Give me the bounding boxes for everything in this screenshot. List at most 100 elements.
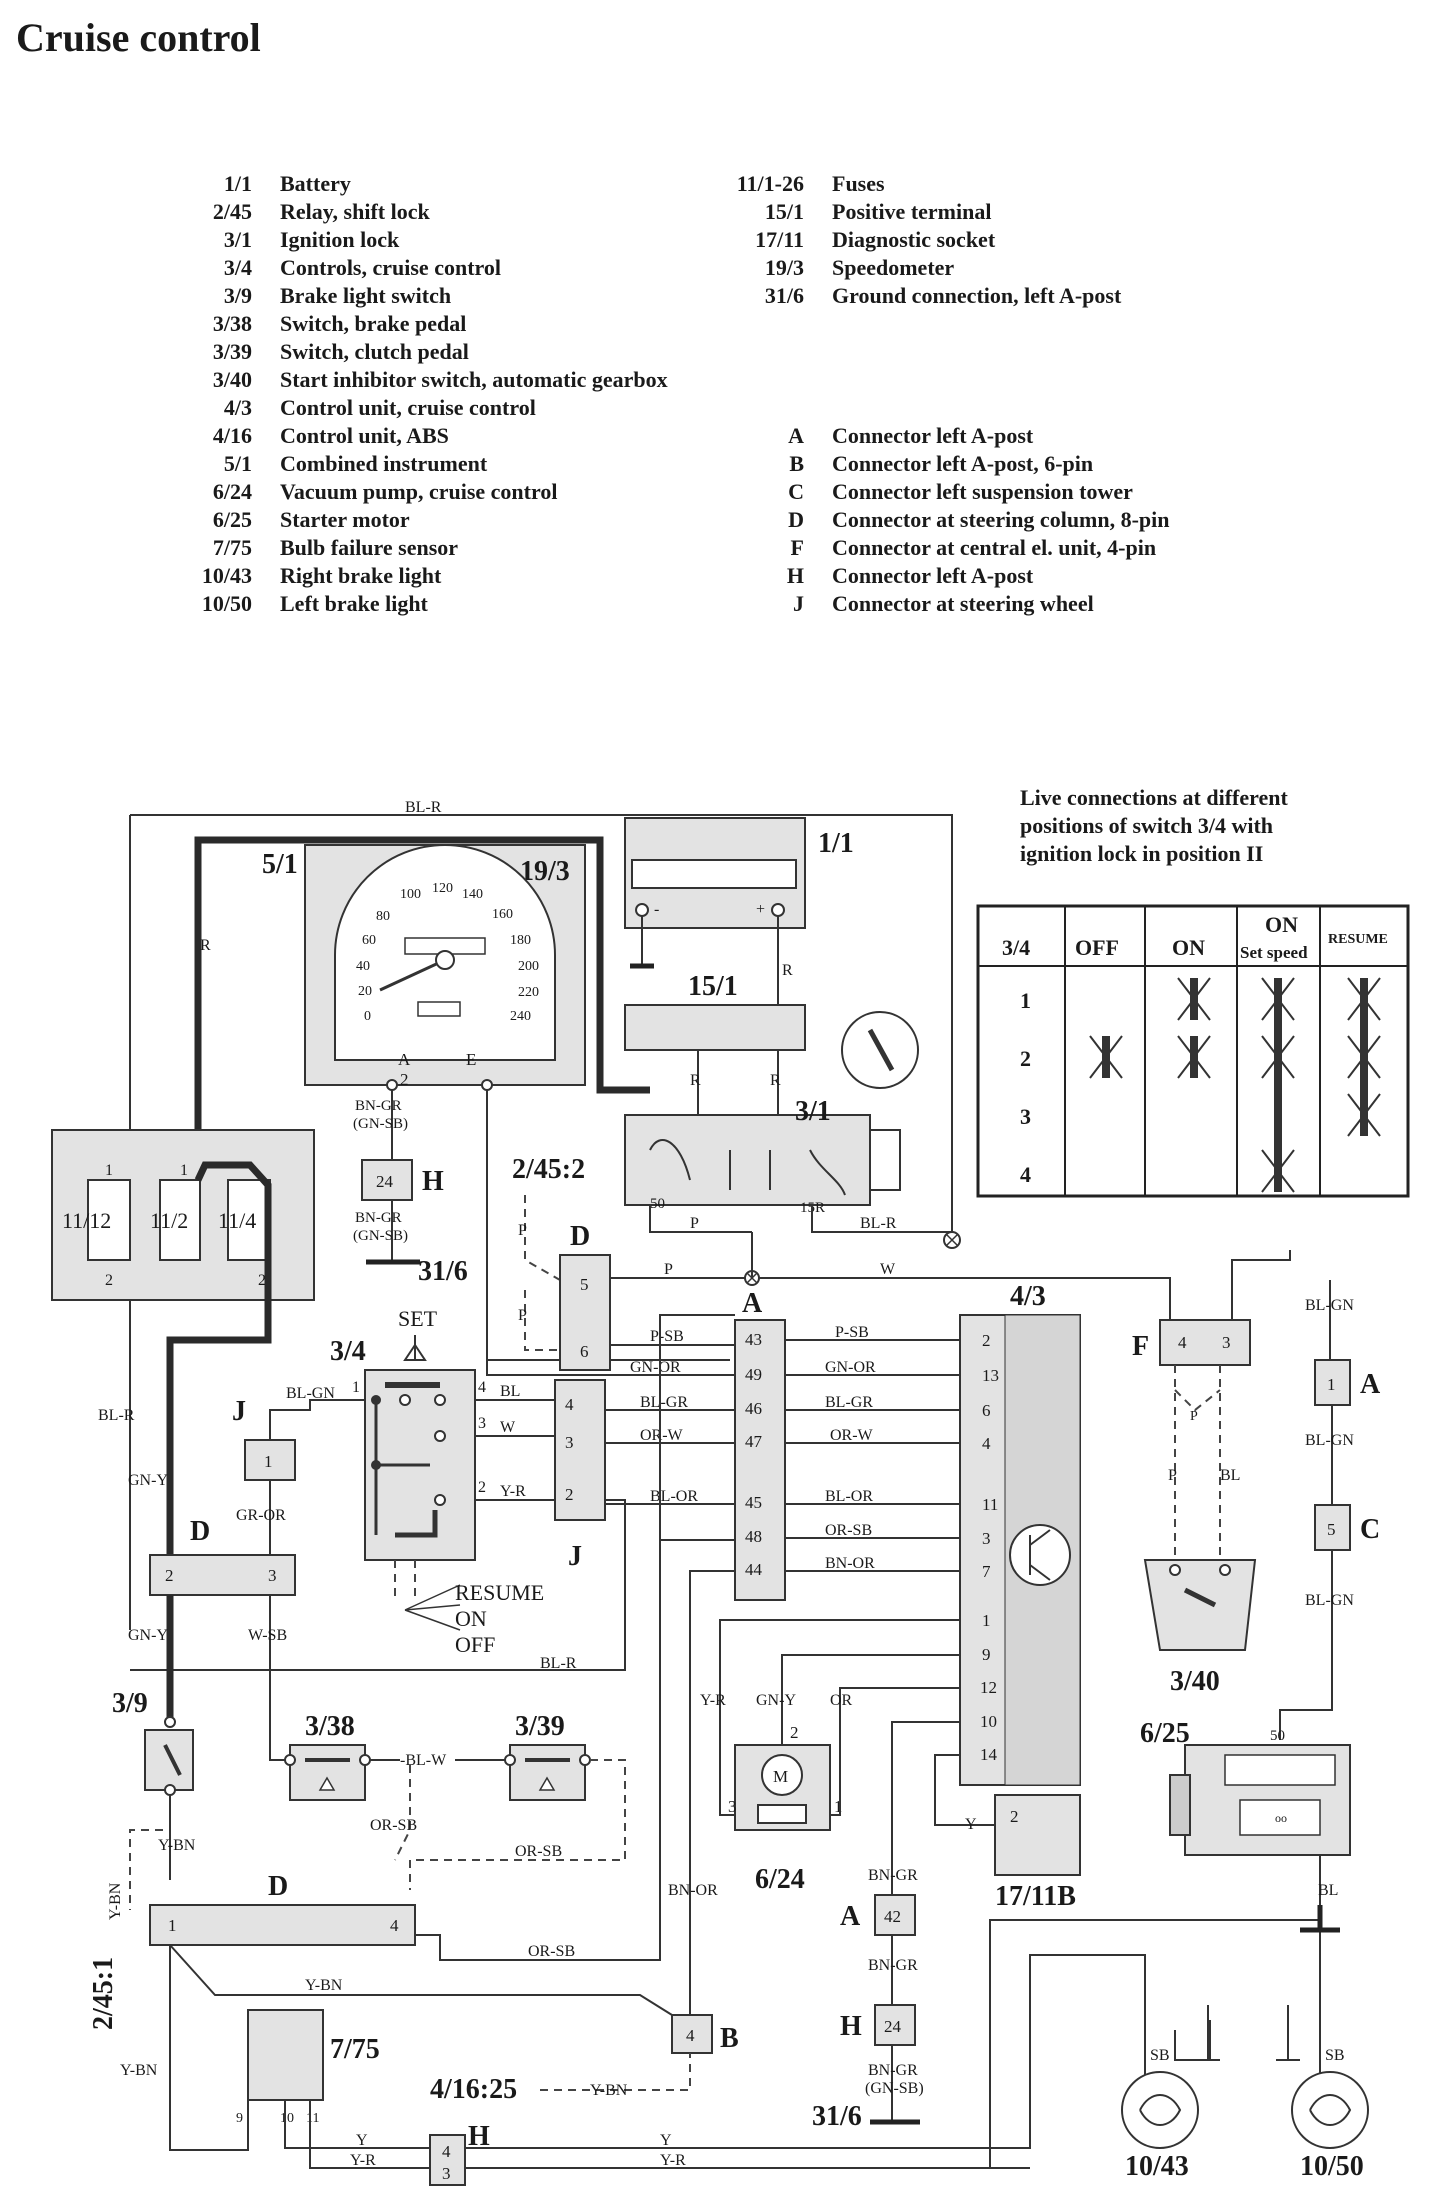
table-row-1: 1 [1020, 988, 1031, 1013]
diagram-label: Y [965, 1816, 977, 1833]
diagram-label: 4 [982, 1434, 991, 1453]
legend-item-code: 3/38 [212, 311, 252, 336]
diagram-label: 4 [442, 2142, 451, 2161]
diagram-label: 4/3 [1010, 1281, 1046, 1312]
diagram-label: 10 [980, 1712, 997, 1731]
legend-item-code: 7/75 [212, 535, 252, 560]
speedometer-needle [379, 958, 446, 992]
diagram-label: 6/25 [1140, 1718, 1190, 1749]
diagram-label: P-SB [835, 1324, 869, 1341]
diagram-label: 46 [745, 1399, 762, 1418]
diagram-label: SB [1325, 2047, 1345, 2064]
diagram-label: 12 [980, 1678, 997, 1697]
legend-item-desc: Ground connection, left A-post [832, 283, 1122, 308]
diagram-label: W-SB [248, 1627, 287, 1644]
diagram-label: P-SB [650, 1328, 684, 1345]
diagram-label: BL-GN [286, 1385, 335, 1402]
right-brake-light-10-43: SB 10/43 [1121, 2020, 1211, 2182]
diagram-label: (GN-SB) [353, 1116, 408, 1132]
legend-item-desc: Relay, shift lock [280, 199, 430, 224]
bulb-failure-sensor-7-75 [247, 2009, 324, 2101]
diagram-label: BN-GR [355, 1210, 402, 1226]
legend-item-desc: Fuses [832, 171, 885, 196]
diagram-label: OR-SB [370, 1817, 417, 1834]
legend-item-code: 4/3 [223, 395, 252, 420]
diagram-label: F [1132, 1331, 1149, 1362]
diagram-label: GN-OR [630, 1359, 681, 1376]
connector-item-code: F [790, 535, 804, 560]
diagram-label: 4 [686, 2026, 695, 2045]
diagram-label: 9 [982, 1645, 991, 1664]
table-marks [1089, 977, 1381, 1193]
diagram-label: 1 [834, 1797, 843, 1816]
legend-item-desc: Diagnostic socket [832, 227, 996, 252]
diagram-label: 1 [264, 1452, 273, 1471]
diagram-label: 11/2 [150, 1208, 188, 1233]
legend-item-code: 6/25 [212, 507, 252, 532]
diagram-label: 6/24 [755, 1864, 805, 1895]
wire-label-r: R [200, 937, 211, 954]
diagram-label: 2 [105, 1272, 113, 1289]
diagram-label: P [1190, 1409, 1198, 1424]
diagram-label: 7/75 [330, 2034, 380, 2065]
connector-item-desc: Connector left A-post, 6-pin [832, 451, 1094, 476]
diagram-label: OR-SB [528, 1943, 575, 1960]
connector-item-desc: Connector at steering column, 8-pin [832, 507, 1170, 532]
legend-item-desc: Ignition lock [280, 227, 400, 252]
connector-item-code: A [788, 423, 804, 448]
diagram-label: A [742, 1288, 763, 1319]
diagram-label: D [268, 1871, 288, 1902]
ground-31-6-bottom: 31/6 [812, 2101, 862, 2132]
legend-item-desc: Bulb failure sensor [280, 535, 459, 560]
diagram-label: D [190, 1516, 210, 1547]
wire-label-bl-r-left: BL-R [98, 1407, 135, 1424]
left-brake-light-10-50: SB 10/50 [1276, 2005, 1369, 2182]
diagram-label: P [518, 1222, 527, 1239]
diagram-label: 200 [518, 959, 539, 974]
legend-item-desc: Vacuum pump, cruise control [280, 479, 558, 504]
connector-a-bottom [874, 1894, 916, 1936]
connector-item-code: D [788, 507, 804, 532]
legend-item-code: 10/43 [201, 563, 252, 588]
diagram-label: 17/11B [995, 1881, 1076, 1912]
diagram-label: GR-OR [236, 1507, 286, 1524]
diagram-label: 3 [442, 2164, 451, 2183]
legend-item-desc: Start inhibitor switch, automatic gearbo… [280, 367, 668, 392]
diagram-label: SB [1150, 2047, 1170, 2064]
ground-31-6-top: 31/6 [418, 1256, 468, 1287]
legend-item-desc: Battery [280, 171, 351, 196]
legend-item-code: 4/16 [212, 423, 252, 448]
diagram-label: 120 [432, 881, 453, 896]
connector-item-desc: Connector left A-post [832, 563, 1034, 588]
diagram-label: P [518, 1307, 527, 1324]
diagram-label: 4 [478, 1379, 486, 1396]
diagram-label: 3 [1222, 1333, 1231, 1352]
diagram-label: 11/4 [218, 1208, 256, 1233]
diagram-label: GN-Y [128, 1472, 168, 1489]
diagram-label: BN-GR [868, 1957, 918, 1974]
diagram-label: 6 [580, 1342, 589, 1361]
diagram-label: 11 [982, 1495, 998, 1514]
diagram-label: 9 [236, 2111, 243, 2126]
diagram-label: 3 [478, 1415, 486, 1432]
diagram-label: 160 [492, 907, 513, 922]
diagram-label: BL-GR [640, 1394, 688, 1411]
legend-item-code: 31/6 [764, 283, 804, 308]
legend-item-desc: Controls, cruise control [280, 255, 501, 280]
header-set-speed: Set speed [1240, 943, 1308, 962]
diagram-label: OFF [455, 1632, 495, 1657]
diagram-label: SET [398, 1306, 438, 1331]
label-5-1: 5/1 [262, 849, 298, 880]
diagram-label: 5 [580, 1275, 589, 1294]
diagram-label: 2 [165, 1566, 174, 1585]
